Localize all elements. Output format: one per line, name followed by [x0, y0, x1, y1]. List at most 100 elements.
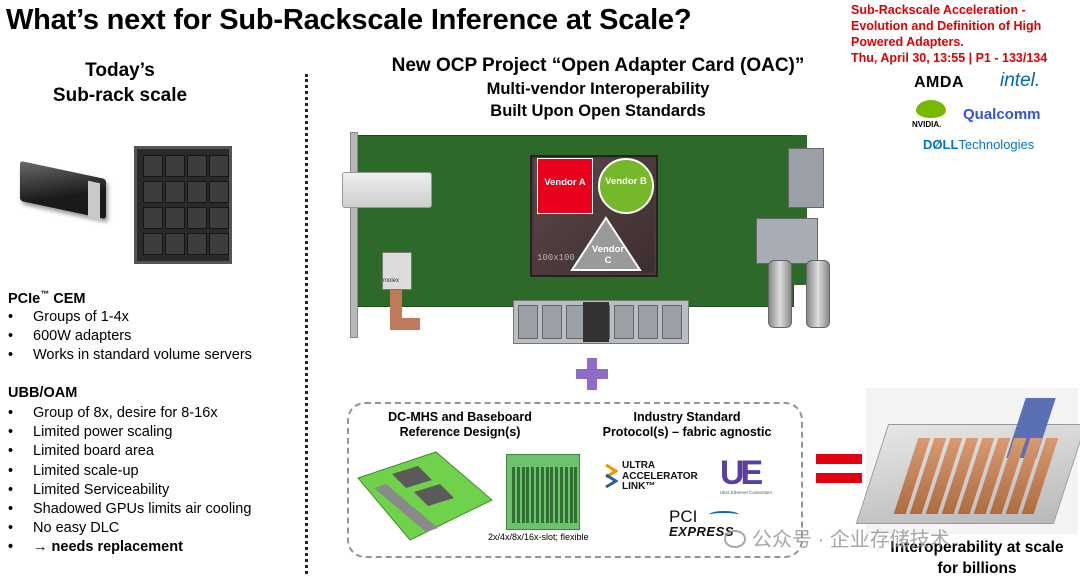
ualink-chevron-1: [605, 463, 618, 479]
oam-module: [143, 181, 163, 203]
standards-box: [347, 402, 803, 558]
plus-vertical: [587, 358, 597, 390]
ultra-ethernet-logo: UE Ultra Ethernet Consortium: [720, 456, 776, 496]
session-line-2: Evolution and Definition of High: [851, 19, 1042, 33]
oam-module: [187, 181, 207, 203]
uec-logo-subtitle: Ultra Ethernet Consortium: [720, 490, 773, 495]
baseboard-module-1: [392, 466, 432, 488]
oam-module: [187, 233, 207, 255]
vendor-c-triangle: [570, 216, 642, 271]
edge-connector-pin-group: [518, 305, 538, 339]
amd-logo: AMDA: [914, 74, 964, 91]
intel-logo: intel.: [1000, 70, 1041, 91]
dell-technologies-logo: DØLLTechnologies: [923, 137, 1034, 152]
dell-logo-mark: DØLL: [923, 137, 959, 152]
slot-connector: [512, 467, 515, 523]
column-divider: [305, 74, 308, 574]
rack-system-image: [855, 388, 1080, 534]
uec-logo-mark: UE: [720, 454, 763, 492]
list-item: •600W adapters: [8, 327, 252, 346]
list-item: •Group of 8x, desire for 8-16x: [8, 404, 251, 423]
edge-connector-pin-group: [662, 305, 682, 339]
oam-module: [187, 207, 207, 229]
equals-icon: [816, 454, 862, 484]
list-item: •Works in standard volume servers: [8, 346, 252, 365]
wechat-icon: [724, 530, 746, 548]
package-size-label: 100x100: [537, 253, 575, 263]
watermark-text: 公众号 · 企业存储技术: [752, 529, 950, 551]
list-item: • Groups of 1-4x: [8, 308, 252, 327]
nvidia-eye-icon: [916, 100, 946, 118]
bullet-mark: •: [8, 309, 14, 325]
bullet-mark: •: [8, 405, 14, 421]
vendor-c-label: Vendor C: [591, 244, 625, 266]
pcie-logo-line-1: PCI: [669, 507, 698, 526]
vendor-b-chip: Vendor B: [598, 158, 654, 214]
oam-module: [209, 155, 229, 177]
oac-heading-line-3: Built Upon Open Standards: [490, 102, 706, 120]
list-item-text: Limited Serviceability: [33, 481, 170, 498]
dcmhs-heading: DC-MHS and Baseboard Reference Design(s): [368, 410, 552, 440]
list-item-text: Works in standard volume servers: [33, 347, 252, 364]
power-connector: [788, 148, 824, 208]
edge-connector-pin-group: [614, 305, 634, 339]
slot-connector: [521, 467, 525, 523]
slide-title: What’s next for Sub-Rackscale Inference …: [6, 4, 692, 36]
slot-board-image: [506, 454, 580, 530]
protocol-heading-line-1: Industry Standard: [633, 410, 741, 424]
interoperability-caption: Interoperability at scale for billions: [872, 537, 1080, 579]
slot-caption: 2x/4x/8x/16x-slot; flexible: [488, 532, 589, 542]
slot-connector: [526, 467, 530, 523]
baseboard-module-2: [414, 484, 454, 506]
pci-express-logo: PCI EXPRESS: [669, 507, 739, 539]
list-item: •Limited power scaling: [8, 423, 251, 442]
ualink-line-1: ULTRA: [622, 460, 656, 471]
vendor-a-chip: Vendor A: [537, 158, 593, 214]
slot-connector: [536, 467, 539, 523]
list-item-text: 600W adapters: [33, 328, 132, 345]
pcie-logo-line-2: EXPRESS: [669, 524, 734, 539]
list-item: •Limited scale-up: [8, 462, 251, 481]
slot-connector: [545, 467, 549, 523]
ualink-logo-text: ULTRA ACCELERATOR LINK™: [622, 460, 698, 493]
dcmhs-heading-line-1: DC-MHS and Baseboard: [388, 410, 532, 424]
list-item: •No easy DLC: [8, 519, 251, 538]
ubb-oam-heading: UBB/OAM: [8, 385, 78, 401]
session-line-1: Sub-Rackscale Acceleration -: [851, 3, 1026, 17]
list-item: •→ needs replacement: [8, 538, 251, 557]
oam-module: [143, 207, 163, 229]
plus-icon: [576, 358, 608, 390]
oam-module: [209, 207, 229, 229]
coax-cable-1: [768, 260, 792, 328]
oam-module: [209, 233, 229, 255]
list-item-text: Groups of 1-4x: [33, 309, 129, 325]
list-item-text: → needs replacement: [33, 539, 183, 556]
list-item-text: Shadowed GPUs limits air cooling: [33, 501, 252, 518]
vendor-c-chip: [570, 216, 642, 271]
slot-connector: [531, 467, 535, 523]
oam-module: [165, 207, 185, 229]
slot-connector: [550, 467, 554, 523]
dell-logo-text: Technologies: [958, 137, 1035, 152]
list-item: •Shadowed GPUs limits air cooling: [8, 500, 251, 519]
cable-connector-block: [756, 218, 818, 264]
ubb-oam-board-image: [134, 146, 232, 264]
oam-module: [143, 155, 163, 177]
oam-module: [143, 233, 163, 255]
edge-connector-pin-group: [638, 305, 658, 339]
oac-card-illustration: Vendor A Vendor B Vendor C 100x100 molex: [318, 120, 858, 346]
protocol-heading: Industry Standard Protocol(s) – fabric a…: [590, 410, 784, 440]
interop-line-1: Interoperability at scale: [890, 539, 1064, 556]
slot-connector: [564, 467, 568, 523]
oam-module: [187, 155, 207, 177]
baseboard-reference-image: [357, 451, 493, 541]
edge-connector-key: [583, 302, 609, 342]
ualink-chevron-2: [605, 473, 618, 489]
list-item-text: Limited power scaling: [33, 424, 173, 441]
protocol-heading-line-2: Protocol(s) – fabric agnostic: [602, 425, 772, 439]
dcmhs-heading-line-2: Reference Design(s): [399, 425, 521, 439]
pcie-heading-a: PCIe: [8, 290, 41, 307]
session-line-3: Powered Adapters.: [851, 35, 964, 49]
ubb-oam-list: •Group of 8x, desire for 8-16x •Limited …: [8, 404, 251, 558]
trademark-mark: ™: [40, 289, 50, 299]
